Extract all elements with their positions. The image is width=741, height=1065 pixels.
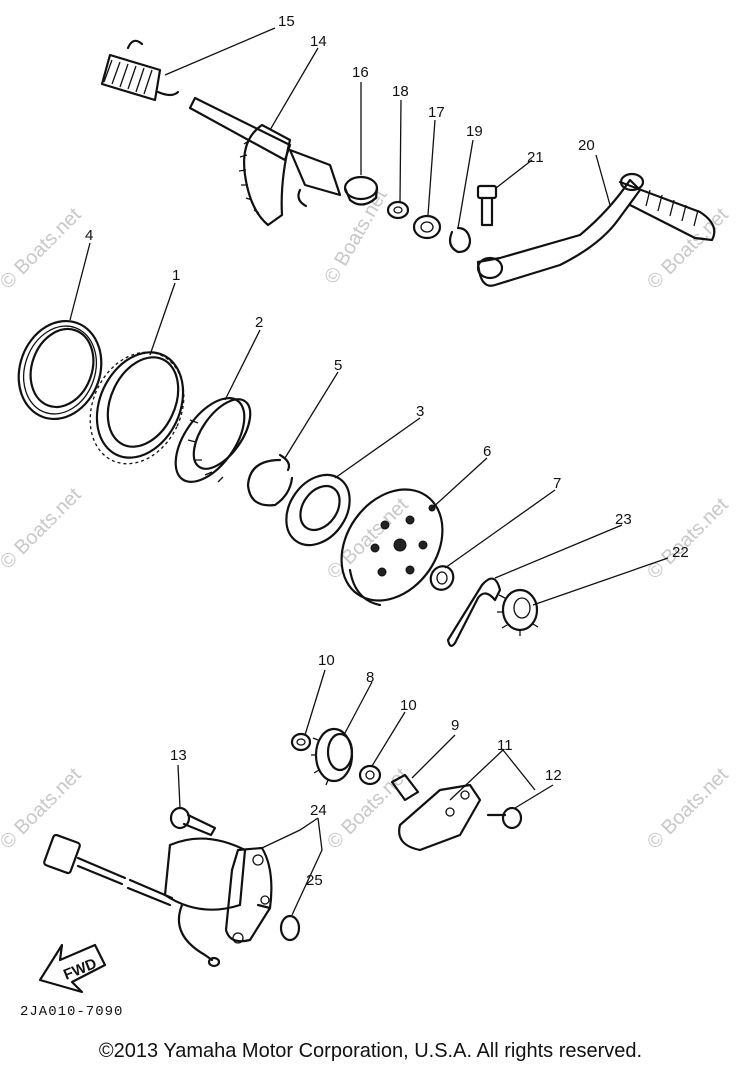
- callout-14: 14: [310, 33, 327, 50]
- callout-9: 9: [451, 717, 459, 734]
- part-10-washer: [358, 764, 382, 786]
- callout-21: 21: [527, 149, 544, 166]
- callout-18: 18: [392, 83, 409, 100]
- part-8-idler-gear: [311, 727, 354, 786]
- wiring-harness: [43, 833, 221, 968]
- callout-13: 13: [170, 747, 187, 764]
- fwd-label: FWD: [61, 955, 99, 984]
- watermark: © Boats.net: [643, 204, 733, 294]
- part-11-plate: [398, 783, 482, 852]
- callout-23: 23: [615, 511, 632, 528]
- callout-17: 17: [428, 104, 445, 121]
- callout-1: 1: [172, 267, 180, 284]
- part-20-kick-crank: [476, 172, 716, 287]
- part-10-washer: [290, 732, 312, 752]
- leader-lines: [69, 27, 669, 916]
- callout-10: 10: [318, 652, 335, 669]
- callout-16: 16: [352, 64, 369, 81]
- part-1-ring-gear: [89, 351, 185, 465]
- callout-22: 22: [672, 544, 689, 561]
- part-9-shaft: [390, 773, 420, 802]
- callout-24: 24: [310, 802, 327, 819]
- part-16-collar: [343, 175, 379, 206]
- part-21-bolt: [476, 184, 498, 227]
- part-3-oil-seal: [285, 473, 351, 547]
- callout-5: 5: [334, 357, 342, 374]
- callout-12: 12: [545, 767, 562, 784]
- callout-2: 2: [255, 314, 263, 331]
- callout-8: 8: [366, 669, 374, 686]
- watermark: © Boats.net: [320, 185, 392, 287]
- part-23-clip: [446, 577, 502, 647]
- callout-19: 19: [466, 123, 483, 140]
- callout-20: 20: [578, 137, 595, 154]
- part-18-washer: [386, 200, 410, 220]
- part-2-bearing: [174, 397, 252, 483]
- watermark: © Boats.net: [643, 494, 733, 584]
- part-5-circlip: [246, 453, 294, 507]
- watermark: © Boats.net: [0, 204, 86, 294]
- part-7-washer: [429, 565, 455, 591]
- part-14-kick-shaft: [188, 96, 342, 227]
- callout-10: 10: [400, 697, 417, 714]
- part-12-screw: [486, 806, 523, 830]
- part-13-bolt: [169, 806, 217, 837]
- fwd-arrow-icon: FWD: [38, 943, 107, 994]
- reference-code: 2JA010-7090: [20, 1004, 124, 1020]
- watermark: © Boats.net: [0, 484, 86, 574]
- callout-7: 7: [553, 475, 561, 492]
- part-22-gear: [497, 588, 539, 636]
- copyright-notice: ©2013 Yamaha Motor Corporation, U.S.A. A…: [98, 1040, 643, 1062]
- part-15-spring: [100, 39, 180, 102]
- part-25-o-ring: [279, 914, 301, 942]
- callouts: 15 14 16 18 17 19 21 20 4 1 2 5 3 6 7 23…: [85, 13, 689, 889]
- watermark: © Boats.net: [643, 764, 733, 854]
- part-19-circlip: [448, 226, 472, 254]
- part-4-oil-seal: [17, 319, 103, 421]
- callout-4: 4: [85, 227, 93, 244]
- callout-6: 6: [483, 443, 491, 460]
- callout-15: 15: [278, 13, 295, 30]
- callout-25: 25: [306, 872, 323, 889]
- part-17-washer: [412, 214, 442, 240]
- callout-3: 3: [416, 403, 424, 420]
- part-24-starter-motor: [163, 837, 273, 944]
- part-6-plate: [340, 488, 444, 607]
- callout-11: 11: [497, 737, 513, 754]
